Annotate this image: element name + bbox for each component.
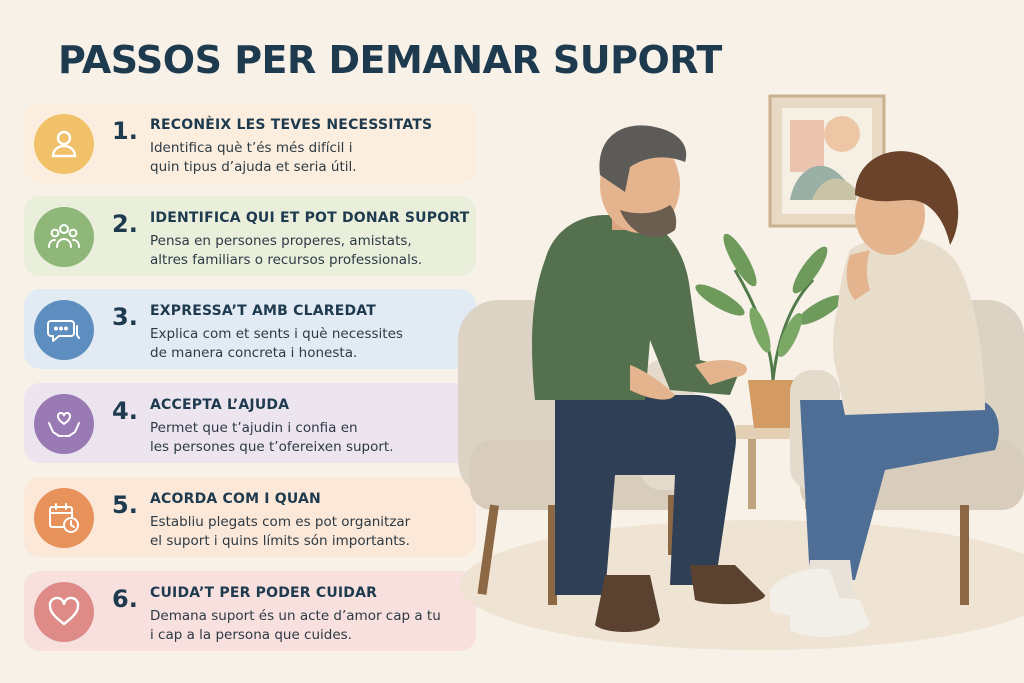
step-number: 5. [112, 491, 138, 519]
step-description: Demana suport és un acte d’amor cap a tu… [150, 608, 441, 643]
man-figure [532, 125, 765, 632]
step-card-5: 5. ACORDA COM I QUAN Establiu plegats co… [24, 477, 476, 557]
step-number: 3. [112, 303, 138, 331]
step-card-4: 4. ACCEPTA L’AJUDA Permet que t’ajudin i… [24, 383, 476, 463]
step-heading: RECONÈIX LES TEVES NECESSITATS [150, 117, 433, 133]
step-number: 2. [112, 210, 138, 238]
step-card-1: 1. RECONÈIX LES TEVES NECESSITATS Identi… [24, 103, 476, 183]
hands-heart-icon [34, 394, 94, 454]
chat-bubbles-icon [34, 300, 94, 360]
step-heading: ACCEPTA L’AJUDA [150, 397, 290, 413]
step-heading: IDENTIFICA QUI ET POT DONAR SUPORT [150, 210, 470, 226]
calendar-clock-icon [34, 488, 94, 548]
heart-icon [34, 582, 94, 642]
step-description: Pensa en persones properes, amistats,alt… [150, 233, 423, 268]
step-number: 4. [112, 397, 138, 425]
conversation-illustration [458, 94, 1024, 650]
step-heading: EXPRESSA’T AMB CLAREDAT [150, 303, 376, 319]
step-heading: ACORDA COM I QUAN [150, 491, 321, 507]
woman-figure [770, 151, 999, 637]
person-icon [34, 114, 94, 174]
step-card-2: 2. IDENTIFICA QUI ET POT DONAR SUPORT Pe… [24, 196, 476, 276]
step-heading: CUIDA’T PER PODER CUIDAR [150, 585, 378, 601]
wall-art-icon [768, 94, 886, 228]
step-number: 1. [112, 117, 138, 145]
step-card-3: 3. EXPRESSA’T AMB CLAREDAT Explica com e… [24, 289, 476, 369]
group-icon [34, 207, 94, 267]
page-title: PASSOS PER DEMANAR SUPORT [58, 38, 722, 82]
step-card-6: 6. CUIDA’T PER PODER CUIDAR Demana supor… [24, 571, 476, 651]
plant-icon [695, 233, 843, 428]
step-number: 6. [112, 585, 138, 613]
